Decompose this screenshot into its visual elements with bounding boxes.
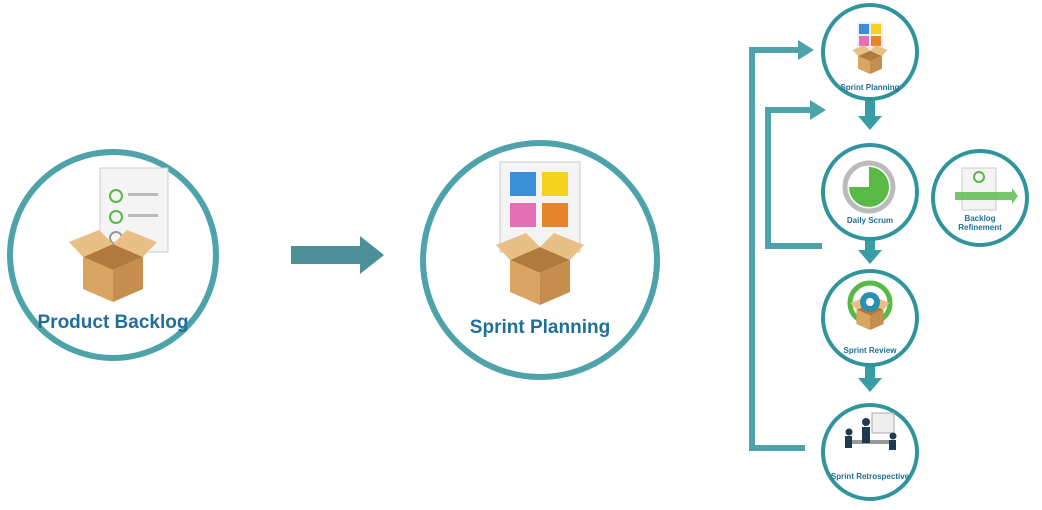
cycle-sprint-planning-label: Sprint Planning xyxy=(840,83,900,92)
product-backlog-label: Product Backlog xyxy=(37,312,189,333)
sprint-planning-node xyxy=(420,140,660,380)
daily-scrum-label: Daily Scrum xyxy=(846,216,894,225)
sprint-review-label: Sprint Review xyxy=(843,346,897,355)
down-arrows xyxy=(858,100,882,392)
product-backlog-node xyxy=(7,149,219,361)
sprint-retrospective-label: Sprint Retrospective xyxy=(830,472,910,481)
flow-arrow xyxy=(291,236,384,274)
feedback-lines xyxy=(749,47,822,451)
sprint-planning-label: Sprint Planning xyxy=(469,317,611,338)
backlog-refinement-label: Backlog Refinement xyxy=(958,214,1002,232)
